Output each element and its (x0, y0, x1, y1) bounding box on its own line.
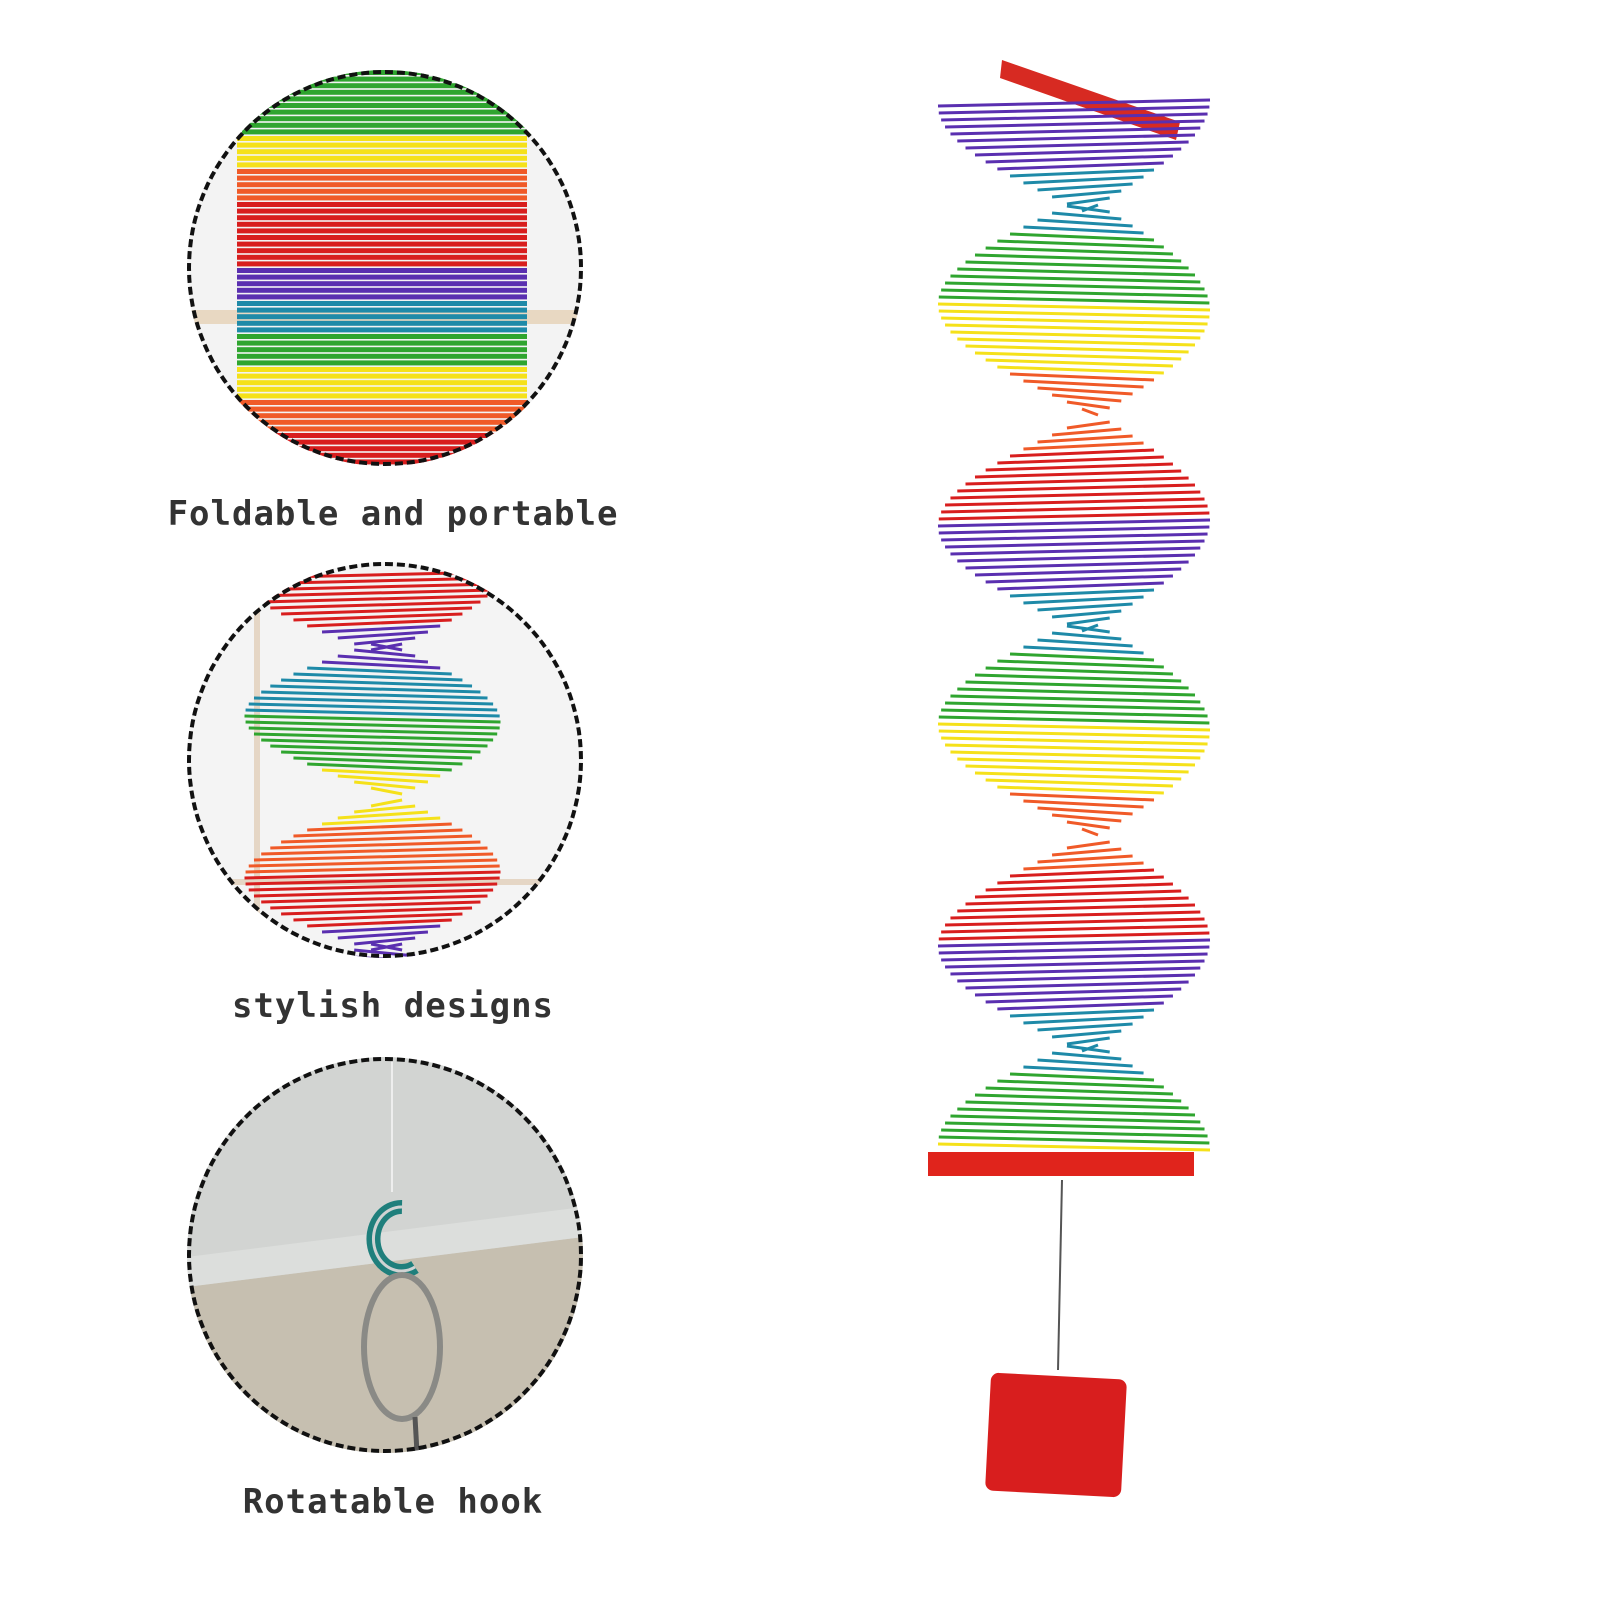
feature-image-hook (187, 1057, 583, 1453)
red-weight-tag (985, 1372, 1127, 1498)
top-bar (1000, 60, 1180, 140)
key-ring-icon (361, 1272, 443, 1422)
folded-slats-illustration (187, 70, 583, 466)
bottom-bar (928, 1152, 1194, 1176)
hook-illustration (187, 1057, 583, 1453)
wind-spinner-product-image (928, 60, 1211, 1498)
caption-foldable: Foldable and portable (167, 494, 619, 534)
feature-image-stylish (187, 562, 583, 958)
caption-hook: Rotatable hook (242, 1482, 544, 1522)
feature-image-foldable (187, 70, 583, 466)
caption-stylish: stylish designs (231, 986, 555, 1026)
spiral-closeup-illustration (187, 562, 583, 958)
string (1057, 1179, 1063, 1371)
